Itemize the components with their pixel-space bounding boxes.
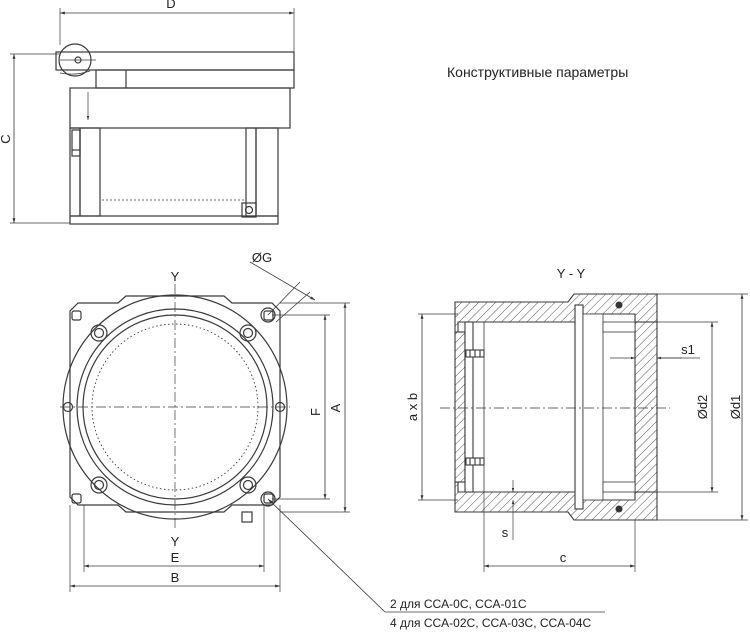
front-view xyxy=(60,261,605,613)
dim-label-E: E xyxy=(171,550,180,565)
top-view xyxy=(10,8,295,225)
note-line-1: 2 для CCA-0C, CCA-01C xyxy=(390,597,527,611)
axis-label-Y-top: Y xyxy=(171,269,180,284)
note-line-2: 4 для CCA-02C, CCA-03C, CCA-04C xyxy=(390,616,592,630)
page-title: Конструктивные параметры xyxy=(447,64,629,80)
section-label: Y - Y xyxy=(557,266,586,281)
dim-label-s1: s1 xyxy=(681,342,695,357)
dim-label-G: ØG xyxy=(252,250,272,265)
dim-label-d1: Ød1 xyxy=(728,395,743,420)
axis-label-Y-bottom: Y xyxy=(171,534,180,549)
dim-label-s: s xyxy=(502,525,509,540)
dim-label-d2: Ød2 xyxy=(695,395,710,420)
dim-label-A: A xyxy=(328,403,343,412)
dim-label-C: C xyxy=(0,134,13,143)
dim-label-B: B xyxy=(171,570,180,585)
dim-label-F: F xyxy=(308,408,323,416)
section-view xyxy=(418,293,748,572)
dim-label-D: D xyxy=(166,0,175,11)
dim-label-c: c xyxy=(560,550,567,565)
dim-label-axb: a x b xyxy=(405,393,420,421)
